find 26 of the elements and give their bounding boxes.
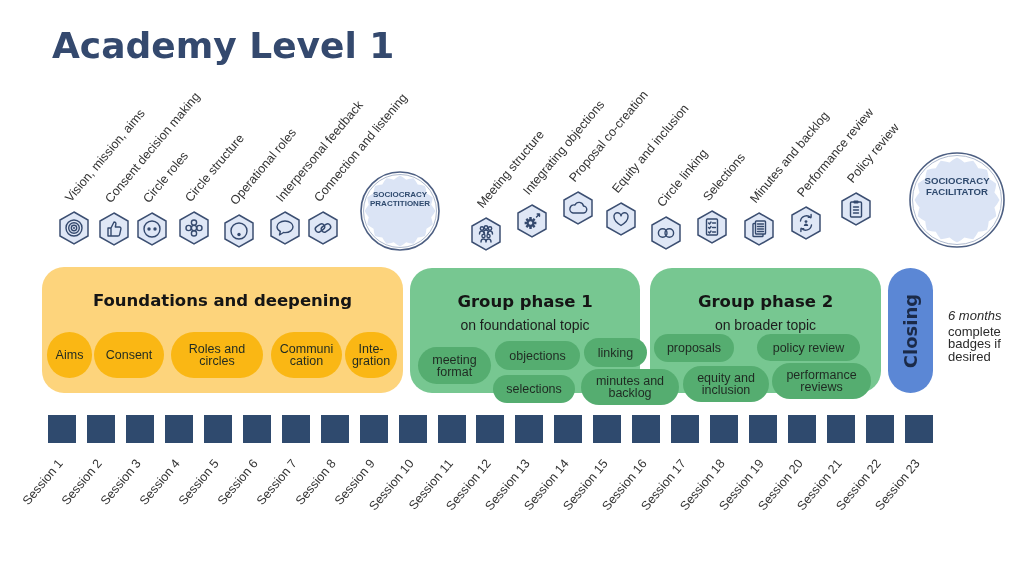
seal-title: SOCIOCRACY PRACTITIONER bbox=[370, 191, 430, 209]
topic-tag: performance reviews bbox=[772, 363, 871, 399]
topic-tag: linking bbox=[584, 338, 647, 367]
phase-subtitle: on broader topic bbox=[714, 317, 817, 334]
topic-tag: Aims bbox=[47, 332, 92, 378]
phase-title: Group phase 2 bbox=[697, 292, 834, 312]
topic-tag: selections bbox=[493, 375, 575, 403]
phase-title: Foundations and deepening bbox=[92, 291, 353, 311]
duration-note: 6 months bbox=[948, 310, 1002, 323]
phase-band bbox=[42, 267, 403, 393]
topic-tag: equity and inclusion bbox=[683, 366, 769, 402]
topic-tag: Inte- gration bbox=[345, 332, 397, 378]
topic-tag: proposals bbox=[654, 334, 734, 362]
topic-tag: minutes and backlog bbox=[581, 369, 679, 405]
topic-tag: Communi cation bbox=[271, 332, 342, 378]
note-text: complete badges if desired bbox=[948, 325, 1002, 363]
closing-title: Closing bbox=[900, 293, 921, 368]
topic-tag: meeting format bbox=[418, 347, 491, 384]
topic-tag: Consent bbox=[94, 332, 164, 378]
phase-subtitle: on foundational topic bbox=[460, 317, 590, 334]
page-title: Academy Level 1 bbox=[52, 26, 395, 66]
topic-tag: Roles and circles bbox=[171, 332, 263, 378]
topic-tag: policy review bbox=[757, 334, 860, 361]
phase-title: Group phase 1 bbox=[457, 292, 593, 312]
seal-title: SOCIOCRACY FACILITATOR bbox=[924, 176, 990, 198]
topic-tag: objections bbox=[495, 341, 580, 370]
